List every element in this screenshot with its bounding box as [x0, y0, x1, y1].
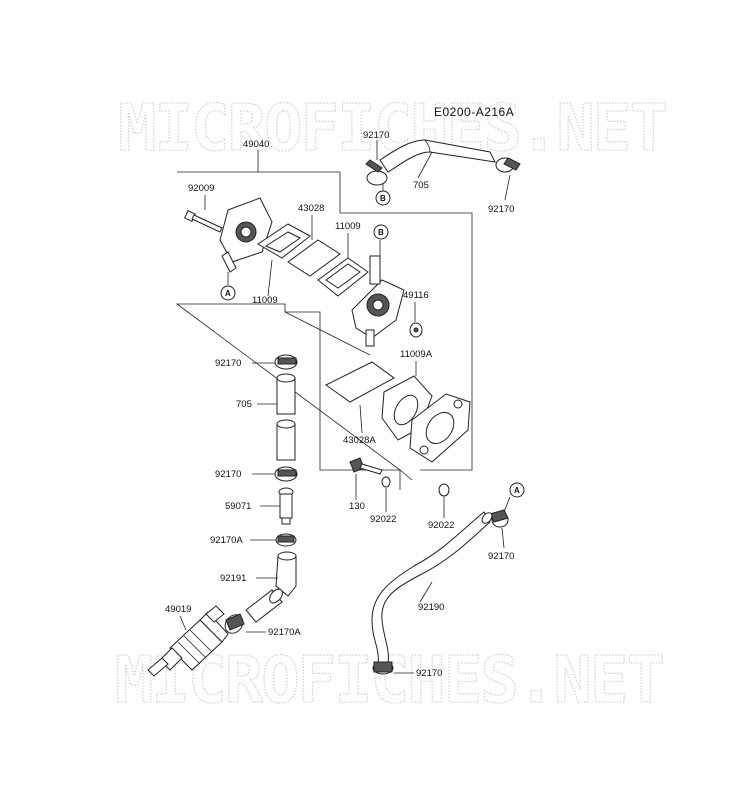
label-130: 130 — [349, 501, 365, 512]
label-43028A: 43028A — [343, 435, 376, 446]
gasket-11009-top — [317, 257, 369, 297]
label-92009: 92009 — [188, 183, 214, 194]
callout-a-right-label: A — [514, 486, 520, 495]
fuel-filter-49019 — [147, 605, 229, 677]
callout-a-right — [509, 482, 525, 498]
hose-segment-lower — [245, 588, 283, 623]
label-59071: 59071 — [225, 501, 251, 512]
label-92191: 92191 — [220, 573, 246, 584]
label-92022-b: 92022 — [428, 520, 454, 531]
label-92170-top: 92170 — [363, 130, 389, 141]
clamp-92170-l1 — [274, 354, 298, 370]
label-49019: 49019 — [165, 604, 191, 615]
clamp-92170A-b — [224, 613, 245, 634]
label-92170-right: 92170 — [488, 551, 514, 562]
label-92170A-l: 92170A — [210, 535, 243, 546]
label-92190: 92190 — [418, 602, 444, 613]
washer-92022-a — [381, 476, 391, 488]
label-92170-l1: 92170 — [215, 358, 241, 369]
bolt-130 — [349, 457, 383, 475]
label-92170-l2: 92170 — [215, 469, 241, 480]
label-11009-top: 11009 — [335, 221, 361, 232]
top-clamp-right — [495, 157, 521, 173]
hose-705-left — [276, 373, 296, 461]
label-49040: 49040 — [243, 139, 269, 150]
label-92170A-b: 92170A — [268, 627, 301, 638]
diagram-code: E0200-A216A — [434, 105, 514, 119]
callout-a-left — [220, 285, 236, 301]
washer-49116 — [409, 322, 423, 338]
label-49116: 49116 — [403, 290, 429, 301]
callout-b-top-label: B — [380, 194, 386, 203]
clamp-92170-bottom — [372, 661, 394, 675]
bolt-92009 — [184, 210, 223, 233]
label-705-left: 705 — [236, 399, 252, 410]
pump-body — [351, 255, 405, 347]
fitting-59071 — [278, 487, 294, 525]
hose-92190 — [371, 511, 493, 665]
mounting-flange — [409, 393, 471, 463]
label-92170-bottom: 92170 — [416, 668, 442, 679]
diaphragm-43028 — [287, 239, 341, 277]
clamp-92170A-l — [275, 533, 297, 547]
clamp-92170-l2 — [274, 466, 298, 482]
top-clamp-left — [365, 159, 388, 186]
label-11009-left: 11009 — [252, 295, 278, 306]
top-hose-705 — [379, 139, 496, 173]
pump-cover — [219, 197, 273, 273]
watermark-top: MICROFICHES.NET — [118, 92, 666, 166]
washer-92022-b — [438, 483, 450, 497]
callout-b-mid-label: B — [378, 228, 384, 237]
label-11009A: 11009A — [400, 349, 433, 360]
gasket-43028A — [325, 361, 395, 403]
callout-a-left-label: A — [225, 289, 231, 298]
clamp-92170-right — [489, 509, 509, 528]
gasket-11009-left — [257, 223, 311, 259]
callout-b-mid — [373, 224, 389, 240]
label-92022-a: 92022 — [370, 514, 396, 525]
label-705-top: 705 — [413, 180, 429, 191]
label-92170-top-right: 92170 — [488, 204, 514, 215]
hose-92191 — [275, 551, 297, 597]
label-43028: 43028 — [298, 203, 324, 214]
